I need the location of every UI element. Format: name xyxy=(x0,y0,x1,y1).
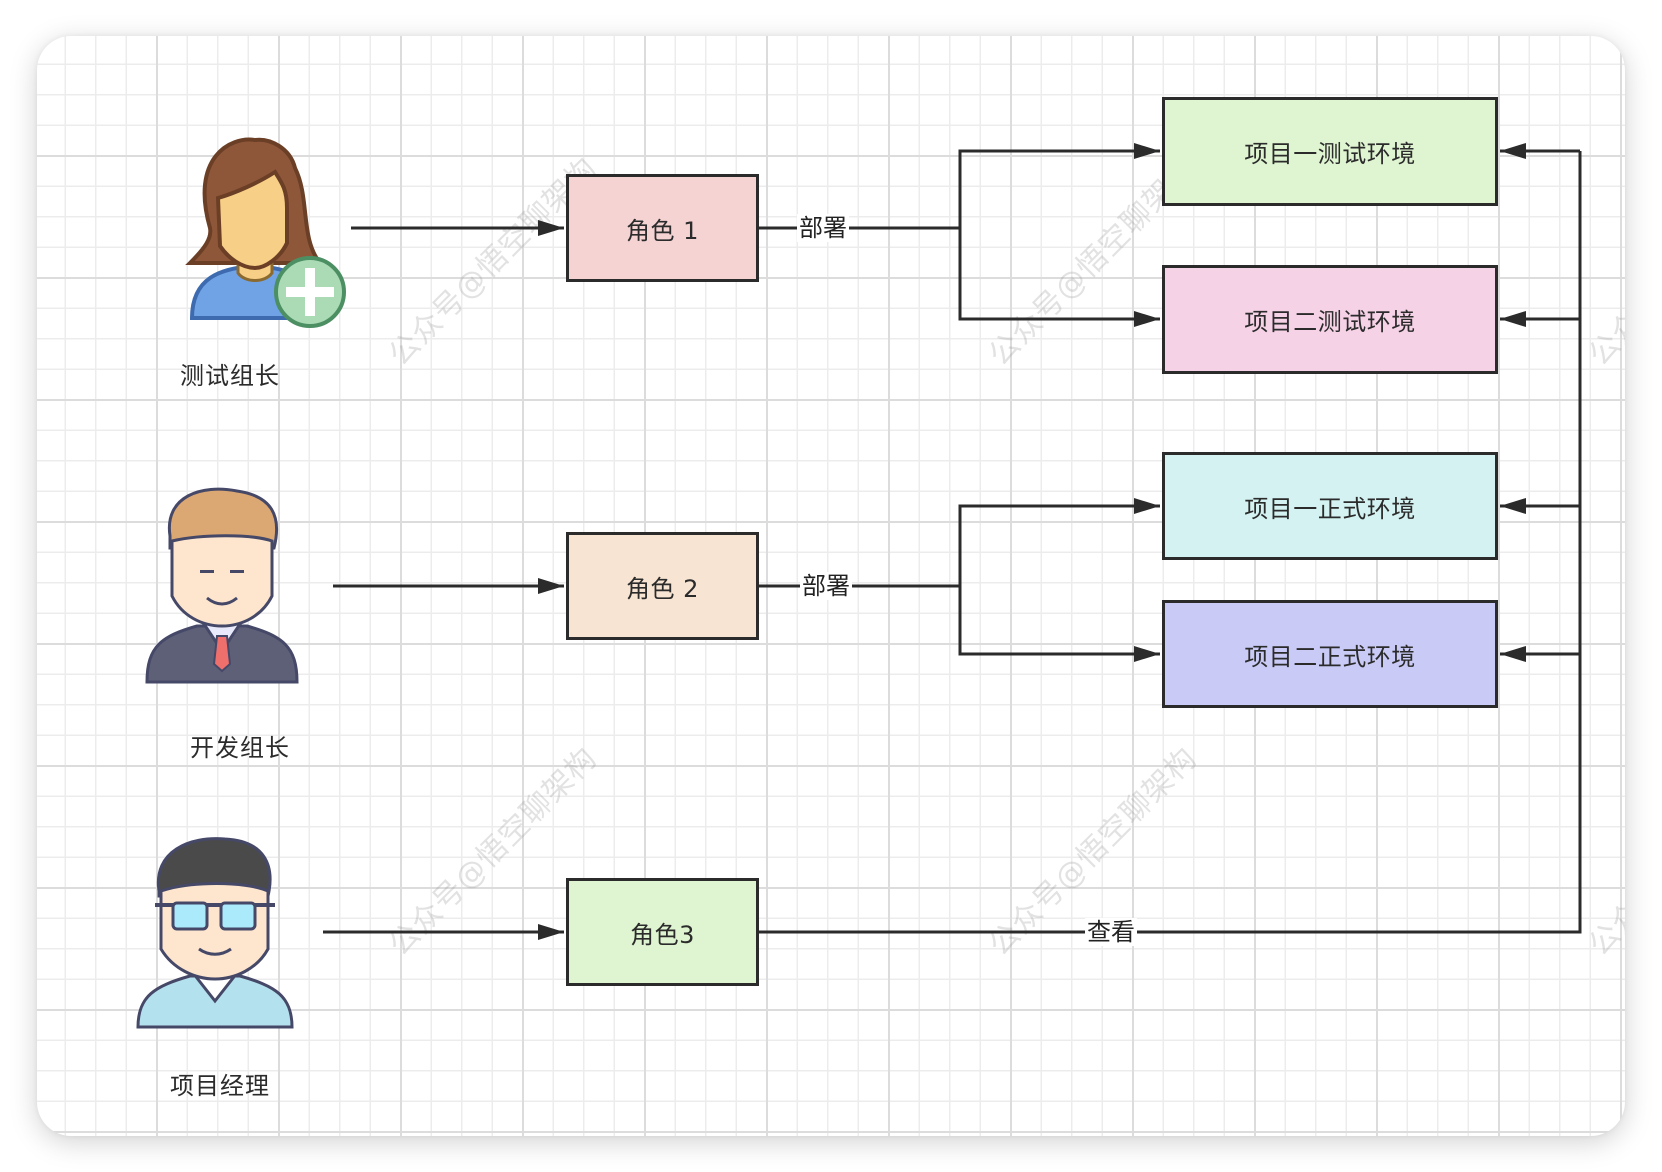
person-label-test-lead: 测试组长 xyxy=(180,362,280,390)
role-box-1[interactable]: 角色 1 xyxy=(566,174,759,282)
edge-role1-p1test xyxy=(958,143,1160,228)
env-label: 项目一正式环境 xyxy=(1244,494,1416,523)
diagram-canvas: 公众号@悟空聊架构 公众号@悟空聊架构 公众号@悟空聊架构 公众号@悟空聊架构 … xyxy=(37,36,1625,1136)
role-label: 角色 1 xyxy=(626,216,699,245)
env-box-p1-prod[interactable]: 项目一正式环境 xyxy=(1162,452,1498,560)
person-label-dev-lead: 开发组长 xyxy=(190,734,290,762)
role-box-2[interactable]: 角色 2 xyxy=(566,532,759,640)
edge-role3-view xyxy=(759,151,1582,934)
env-label: 项目一测试环境 xyxy=(1244,140,1416,168)
edge-role2-p1prod xyxy=(958,498,1160,586)
env-box-p2-test[interactable]: 项目二测试环境 xyxy=(1162,265,1498,374)
man-glasses-icon xyxy=(136,837,294,1029)
edge-role2-p2prod xyxy=(958,586,1160,662)
connectors xyxy=(323,143,1582,940)
env-box-p1-test[interactable]: 项目一测试环境 xyxy=(1162,97,1498,206)
env-label: 项目二正式环境 xyxy=(1244,642,1416,671)
edge-label-deploy-1: 部署 xyxy=(797,214,849,242)
female-user-add-icon xyxy=(185,137,346,328)
businessman-icon xyxy=(145,487,299,684)
edge-role1-p2test xyxy=(958,228,1160,327)
role-label: 角色3 xyxy=(630,920,695,949)
edge-label-deploy-2: 部署 xyxy=(800,572,852,600)
role-label: 角色 2 xyxy=(626,574,699,603)
role-box-3[interactable]: 角色3 xyxy=(566,878,759,986)
env-box-p2-prod[interactable]: 项目二正式环境 xyxy=(1162,600,1498,708)
person-label-project-manager: 项目经理 xyxy=(170,1072,270,1100)
edge-label-view: 查看 xyxy=(1085,918,1137,946)
env-label: 项目二测试环境 xyxy=(1244,308,1416,336)
